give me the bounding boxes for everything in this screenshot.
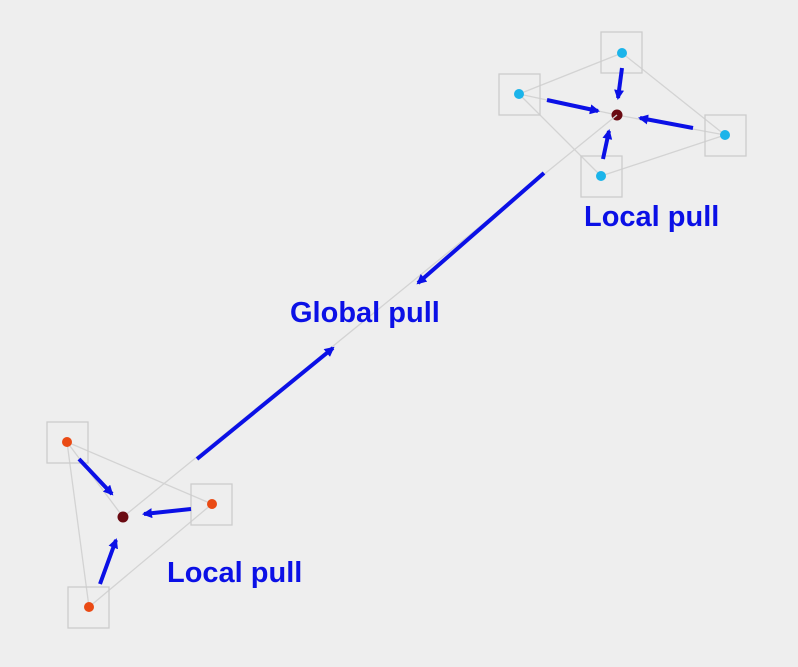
local-pull-arrow: [601, 129, 613, 160]
edge: [66, 441, 124, 518]
node-box: [498, 73, 541, 116]
edge: [66, 441, 213, 505]
local-pull-arrow: [142, 507, 192, 519]
global-pull-arrow-up: [195, 346, 335, 461]
node-box: [46, 421, 89, 464]
bottom-centroid: [117, 511, 129, 523]
node-box: [190, 483, 233, 526]
node-box: [580, 155, 623, 198]
orange-node: [62, 437, 72, 447]
cyan-node: [596, 171, 606, 181]
global-link: Global pull: [122, 114, 618, 518]
edge: [66, 441, 90, 608]
global-pull-label: Global pull: [290, 297, 440, 329]
local-pull-arrow: [546, 98, 600, 115]
global-pull-arrow-down: [416, 171, 546, 285]
top-cluster: Local pull: [498, 31, 747, 233]
cyan-node: [514, 89, 524, 99]
edge: [621, 52, 726, 136]
bottom-cluster: Local pull: [46, 421, 302, 629]
orange-node: [207, 499, 217, 509]
local-pull-arrow: [77, 457, 114, 496]
edge: [518, 52, 623, 95]
local-pull-label-bottom: Local pull: [167, 557, 302, 589]
orange-node: [84, 602, 94, 612]
node-box: [704, 114, 747, 157]
bottom-local-arrows: [77, 457, 192, 585]
cyan-node: [720, 130, 730, 140]
local-pull-arrow: [614, 67, 625, 100]
edge: [518, 93, 602, 177]
cyan-node: [617, 48, 627, 58]
local-pull-label-top: Local pull: [584, 201, 719, 233]
local-pull-arrow: [98, 538, 118, 585]
top-local-arrows: [546, 67, 694, 160]
node-box: [67, 586, 110, 629]
local-pull-arrow: [638, 114, 694, 130]
edge: [88, 503, 213, 608]
bottom-cluster-boxes: [46, 421, 233, 629]
